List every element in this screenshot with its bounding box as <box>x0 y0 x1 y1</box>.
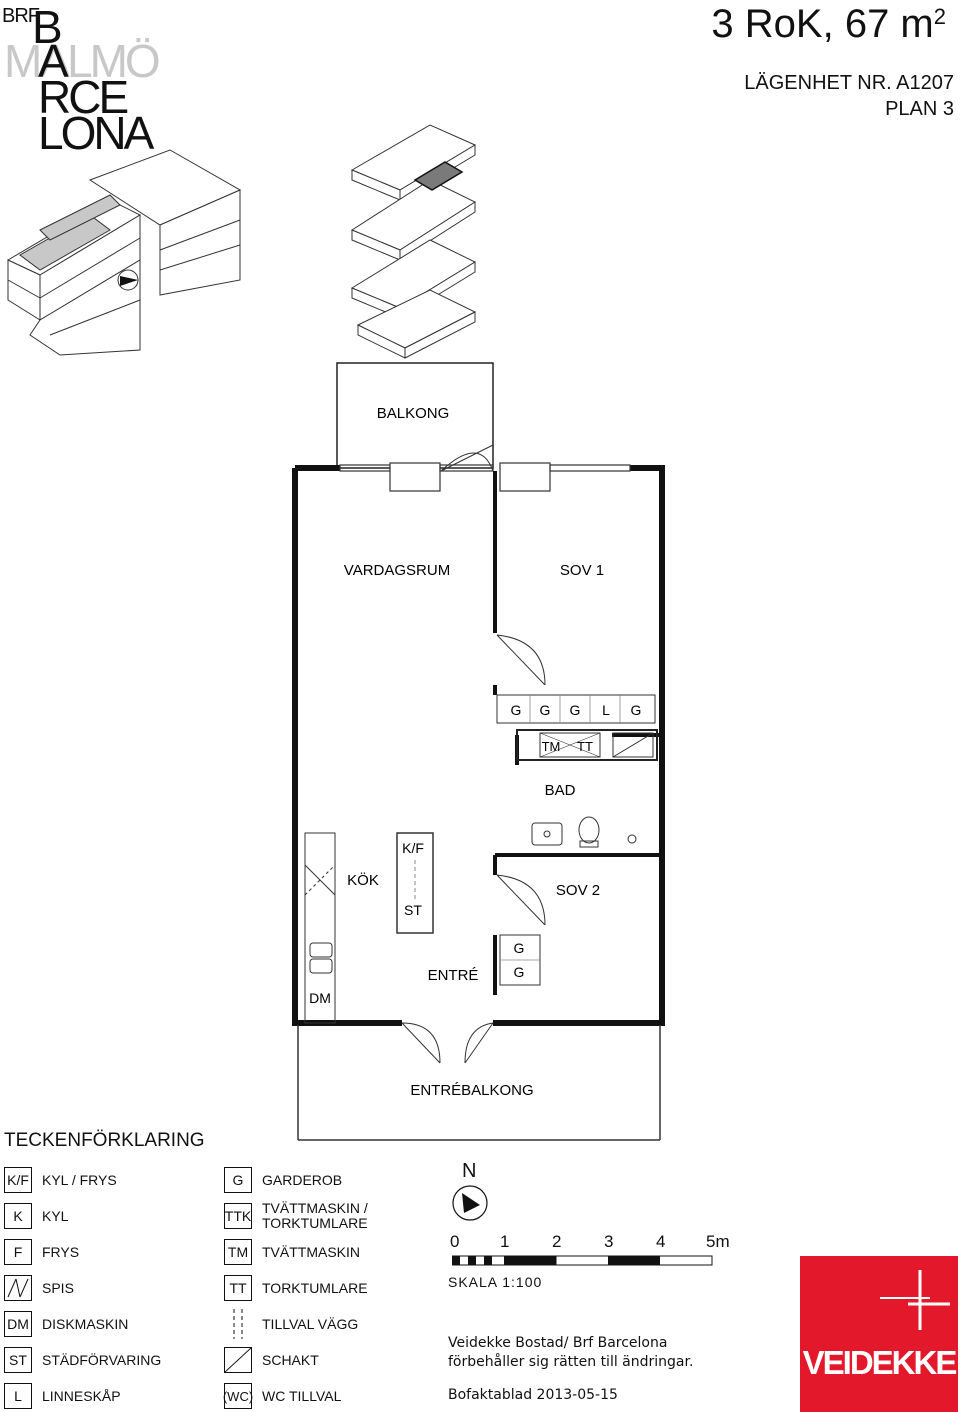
spis-icon <box>4 1275 32 1301</box>
tillval-vagg-icon <box>224 1309 252 1339</box>
closet-g-4: G <box>631 702 642 718</box>
brand-line-malmo: MALMÖ <box>4 35 161 87</box>
fixture-st: ST <box>404 902 422 918</box>
legend-label-ttk: TVÄTTMASKIN / TORKTUMLARE <box>262 1200 368 1231</box>
legend-label-dm: DISKMASKIN <box>42 1316 129 1332</box>
hall-closet-g-2: G <box>514 964 525 980</box>
legend-label-spis: SPIS <box>42 1280 74 1296</box>
scale-tick-0: 0 <box>450 1232 460 1251</box>
legend-symbol-tm: TM <box>224 1239 252 1265</box>
scale-bar <box>452 1255 713 1266</box>
legend-label-schakt: SCHAKT <box>262 1352 319 1368</box>
closet-g-2: G <box>540 702 551 718</box>
disclaimer-line-2: förbehåller sig rätten till ändringar. <box>448 1354 694 1370</box>
legend-label-wc: WC TILLVAL <box>262 1388 342 1404</box>
legend-label-tt: TORKTUMLARE <box>262 1280 368 1296</box>
room-label-entre: ENTRÉ <box>428 967 479 984</box>
room-label-bad: BAD <box>545 782 576 799</box>
legend-symbol-ttk: TTK <box>224 1203 252 1229</box>
apartment-size-unit-sup: 2 <box>933 4 946 29</box>
legend-symbol-kf: K/F <box>4 1167 32 1193</box>
veidekke-logo: VEIDEKKE <box>800 1256 958 1412</box>
building-keyplan <box>6 124 477 359</box>
scale-label: SKALA 1:100 <box>448 1274 543 1290</box>
legend-label-st: STÄDFÖRVARING <box>42 1352 162 1368</box>
room-label-entrebalkong: ENTRÉBALKONG <box>410 1082 533 1099</box>
legend-symbol-g: G <box>224 1167 252 1193</box>
legend-symbol-k: K <box>4 1203 32 1229</box>
apartment-size: 3 RoK, 67 m <box>711 2 934 46</box>
legend-label-k: KYL <box>42 1208 69 1224</box>
room-label-sov1: SOV 1 <box>560 562 604 579</box>
document-date: Bofaktablad 2013-05-15 <box>448 1387 618 1403</box>
bath-tt: TT <box>577 739 593 754</box>
scale-tick-3: 3 <box>604 1232 614 1251</box>
fixture-kf: K/F <box>402 840 424 856</box>
scale-tick-4: 4 <box>656 1232 666 1251</box>
legend-title: TECKENFÖRKLARING <box>4 1130 205 1151</box>
kitchen: DM KÖK K/F ST <box>304 832 434 1024</box>
room-label-balkong: BALKONG <box>377 405 450 422</box>
legend-symbol-l: L <box>4 1383 32 1409</box>
bath-tm: TM <box>542 739 561 754</box>
entry-balcony <box>297 1025 661 1141</box>
legend-symbol-st: ST <box>4 1347 32 1373</box>
compass-label: N <box>462 1160 477 1182</box>
exterior-walls <box>292 465 665 1026</box>
legend-label-g: GARDEROB <box>262 1172 343 1188</box>
brand-line-rce: RCE <box>38 71 129 123</box>
legend-symbol-dm: DM <box>4 1311 32 1337</box>
brand-line-lona: LONA <box>38 107 154 159</box>
veidekke-logo-text: VEIDEKKE <box>802 1344 958 1381</box>
brand-line-a: A <box>38 35 69 87</box>
closet-row: G G G L G <box>496 694 656 724</box>
closet-l: L <box>602 702 610 718</box>
brand-prefix: BRF <box>2 5 40 27</box>
floor-label: PLAN 3 <box>885 98 954 120</box>
room-label-kok: KÖK <box>347 871 379 889</box>
brand-line-b: B <box>32 1 63 53</box>
apartment-title: 3 RoK, 67 m2 <box>711 2 946 47</box>
scale-tick-2: 2 <box>552 1232 562 1251</box>
legend-label-tillval: TILLVAL VÄGG <box>262 1316 359 1332</box>
hall-closet-g-1: G <box>514 940 525 956</box>
legend-symbol-f: F <box>4 1239 32 1265</box>
compass-icon <box>452 1185 488 1221</box>
unit-number: LÄGENHET NR. A1207 <box>744 72 954 94</box>
legend-symbol-tt: TT <box>224 1275 252 1301</box>
legend-label-l: LINNESKÅP <box>42 1388 121 1404</box>
scale-tick-5: 5m <box>706 1232 730 1251</box>
balcony: BALKONG <box>336 362 494 469</box>
closet-g-1: G <box>511 702 522 718</box>
legend-symbol-wc: (WC) <box>223 1383 253 1409</box>
legend-label-kf: KYL / FRYS <box>42 1172 117 1188</box>
legend-label-f: FRYS <box>42 1244 80 1260</box>
closet-g-3: G <box>570 702 581 718</box>
legend-label-tm: TVÄTTMASKIN <box>262 1244 361 1260</box>
room-label-sov2: SOV 2 <box>556 882 600 899</box>
bathroom: TM TT BAD <box>516 729 658 848</box>
floor-plan: BALKONG G G G L <box>292 362 665 1141</box>
scale-tick-1: 1 <box>500 1232 510 1251</box>
schakt-icon <box>224 1347 252 1373</box>
fixture-dm: DM <box>309 990 331 1006</box>
disclaimer-line-1: Veidekke Bostad/ Brf Barcelona <box>448 1335 668 1351</box>
room-label-vardagsrum: VARDAGSRUM <box>344 562 450 579</box>
